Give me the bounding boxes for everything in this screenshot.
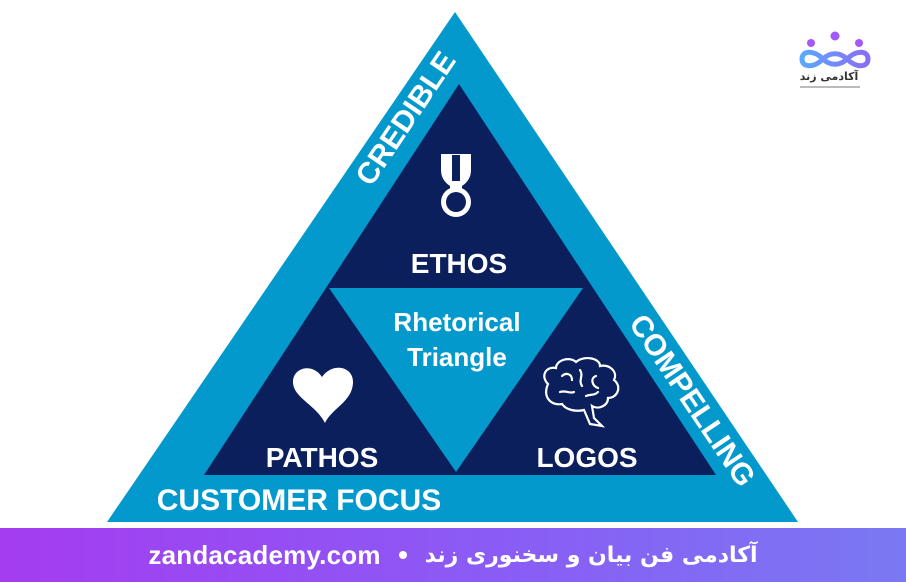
zand-academy-logo-icon [799,31,871,69]
logos-label: LOGOS [536,442,637,473]
footer-banner: zandacademy.com آکادمی فن بیان و سخنوری … [0,528,906,582]
footer-title: آکادمی فن بیان و سخنوری زند [424,542,758,568]
center-label-line1: Rhetorical [393,307,520,337]
ethos-label: ETHOS [411,248,507,279]
medal-icon [441,154,471,217]
brain-icon [543,356,620,428]
center-triangle [329,288,583,472]
logo-subtitle-line [800,86,860,88]
heart-icon [292,367,354,423]
pathos-label: PATHOS [266,442,379,473]
footer-site-link[interactable]: zandacademy.com [148,539,381,570]
center-label-line2: Triangle [407,342,507,372]
canvas: ETHOS PATHOS LOGOS Rhetorical Triangle C… [107,12,871,522]
edge-label-customer-focus: CUSTOMER FOCUS [157,484,441,517]
footer-separator-dot [398,551,407,559]
rhetorical-triangle-diagram: ETHOS PATHOS LOGOS Rhetorical Triangle C… [107,12,798,522]
logo-text: آکادمی زند [799,70,859,83]
